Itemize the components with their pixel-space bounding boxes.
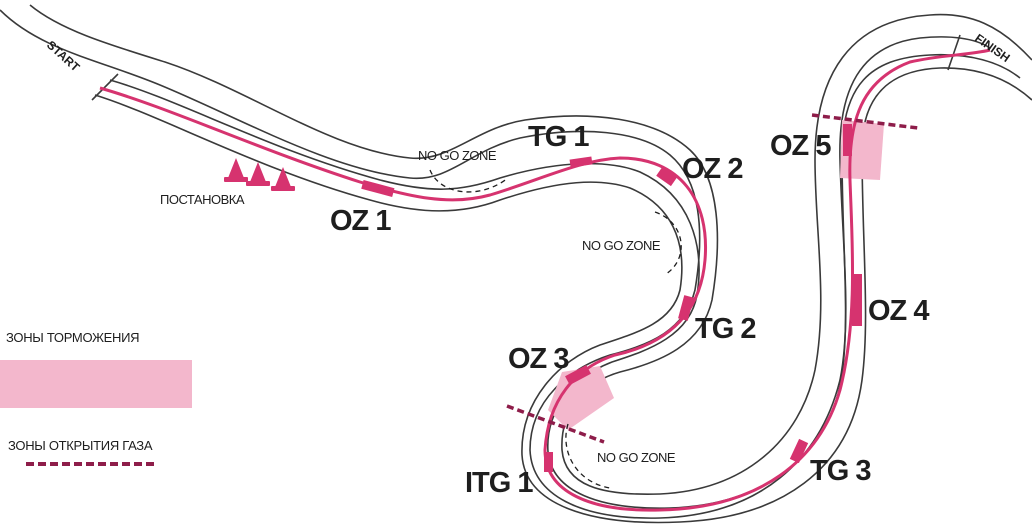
no-go-arc-1 — [429, 169, 509, 193]
oz4-label: OZ 4 — [868, 295, 929, 327]
oz5-label: OZ 5 — [770, 130, 831, 162]
track-edge-right — [29, 4, 1032, 496]
cone-icon — [228, 158, 244, 178]
start-label: START — [44, 38, 83, 75]
segment-itg1 — [544, 452, 553, 472]
finish-line — [947, 34, 961, 71]
legend-gas-marker — [26, 462, 154, 466]
oz2-label: OZ 2 — [682, 153, 742, 185]
segment-tg3 — [789, 438, 809, 464]
racing-line — [99, 48, 991, 512]
segment-oz1 — [361, 179, 395, 197]
itg1-label: ITG 1 — [465, 467, 533, 499]
setup-label: ПОСТАНОВКА — [160, 192, 245, 207]
legend-braking-title: ЗОНЫ ТОРМОЖЕНИЯ — [6, 330, 140, 345]
no-go-arc-2 — [654, 211, 682, 275]
cone-icon — [250, 162, 266, 182]
oz1-label: OZ 1 — [330, 205, 391, 237]
track-edge-left — [0, 9, 991, 519]
cones — [224, 158, 295, 191]
no-go-label-1: NO GO ZONE — [418, 148, 497, 163]
cone-base — [224, 177, 248, 182]
no-go-arcs — [429, 169, 682, 489]
cone-base — [246, 181, 270, 186]
no-go-label-2: NO GO ZONE — [582, 238, 661, 253]
start-line — [91, 73, 119, 101]
segment-oz3 — [565, 364, 591, 386]
segment-oz2 — [656, 165, 678, 187]
cone-base — [271, 186, 295, 191]
oz3-label: OZ 3 — [508, 343, 569, 375]
gas-marker-oz5 — [811, 113, 919, 130]
gas-open-markers — [506, 113, 919, 444]
segment-oz5 — [843, 124, 852, 156]
legend-braking-swatch — [0, 360, 192, 408]
cone-icon — [275, 167, 291, 187]
segment-tg2 — [678, 295, 694, 321]
tg1-label: TG 1 — [528, 121, 589, 153]
no-go-arc-3 — [565, 423, 611, 489]
zone-segments — [361, 124, 862, 472]
tg3-label: TG 3 — [810, 455, 871, 487]
tg2-label: TG 2 — [695, 313, 755, 345]
no-go-label-3: NO GO ZONE — [597, 450, 676, 465]
braking-zone-oz3 — [548, 366, 614, 430]
legend-gas-title: ЗОНЫ ОТКРЫТИЯ ГАЗА — [8, 438, 153, 453]
gas-marker-oz3 — [506, 404, 605, 444]
segment-tg1 — [569, 156, 593, 168]
segment-oz4 — [852, 274, 862, 326]
